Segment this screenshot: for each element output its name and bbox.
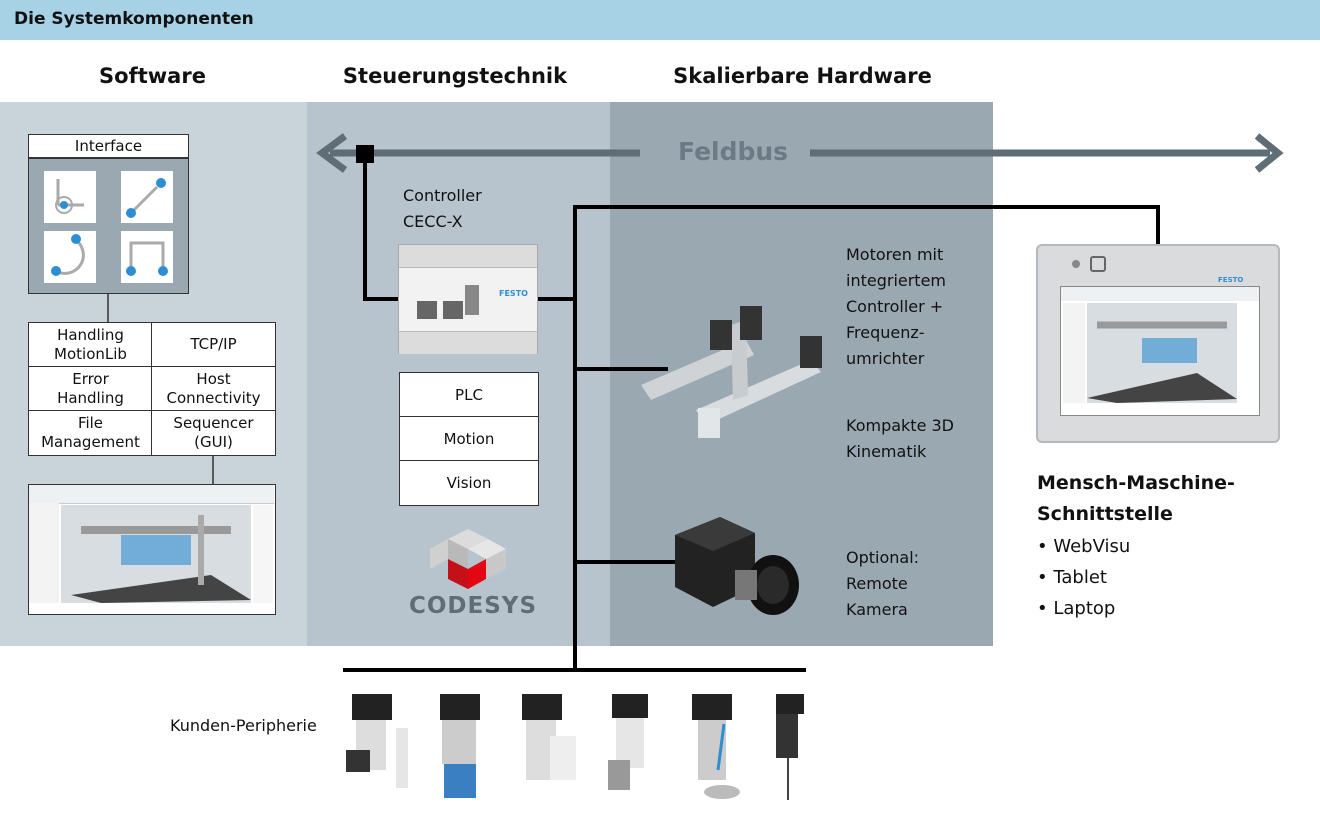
codesys-logo-icon xyxy=(430,529,506,589)
feldbus-node xyxy=(356,145,374,163)
gripper-tool-4 xyxy=(608,694,648,790)
linear-move-icon xyxy=(121,171,173,223)
controller-device: FESTO xyxy=(398,244,538,354)
ethernet-port-icon xyxy=(443,301,463,319)
interface-title: Interface xyxy=(28,134,189,158)
serial-port-icon xyxy=(465,285,479,315)
interface-panel xyxy=(28,158,189,294)
motors-label: Motoren mit integriertem Controller + Fr… xyxy=(846,245,947,368)
coordinate-icon xyxy=(44,171,96,223)
software-gui-screenshot xyxy=(28,484,276,615)
module-file-management: File Management xyxy=(28,410,153,456)
hmi-brand: FESTO xyxy=(1218,276,1244,284)
codesys-name: CODESYS xyxy=(409,593,538,619)
module-tcp-ip: TCP/IP xyxy=(151,322,276,367)
camera-label: Optional: Remote Kamera xyxy=(846,548,920,619)
controller-label-line1: Controller xyxy=(403,186,482,205)
camera-image xyxy=(675,517,799,615)
hmi-device: FESTO xyxy=(1036,244,1280,443)
power-button-icon xyxy=(1090,256,1106,272)
hmi-title: Mensch-Maschine- Schnittstelle xyxy=(1037,472,1235,525)
kinematik-image xyxy=(641,306,822,438)
function-motion: Motion xyxy=(399,416,539,462)
module-error-handling: Error Handling xyxy=(28,366,153,411)
gripper-tool-5 xyxy=(692,694,740,799)
gate-move-icon xyxy=(121,231,173,283)
hmi-bullet-webvisu: • WebVisu xyxy=(1037,536,1131,557)
column-title-hardware: Skalierbare Hardware xyxy=(673,64,932,88)
column-title-software: Software xyxy=(99,64,206,88)
feldbus-label: Feldbus xyxy=(678,137,789,166)
hmi-bullets: • WebVisu • Tablet • Laptop xyxy=(1037,531,1130,624)
gripper-tool-6 xyxy=(776,694,804,800)
hmi-bullet-tablet: • Tablet xyxy=(1037,567,1107,588)
led-icon xyxy=(1072,260,1080,268)
peripheral-tools-image xyxy=(346,694,804,800)
controller-label-line2: CECC-X xyxy=(403,212,463,231)
page-title: Die Systemkomponenten xyxy=(14,9,254,29)
header-bar xyxy=(0,0,1320,40)
kinematik-label: Kompakte 3D Kinematik xyxy=(846,416,954,461)
feldbus-arrow-left xyxy=(316,133,348,173)
gripper-tool-1 xyxy=(346,694,408,788)
controller-brand: FESTO xyxy=(499,289,528,298)
feldbus-arrow-right xyxy=(1254,133,1284,173)
hmi-bullet-laptop: • Laptop xyxy=(1037,598,1116,619)
peripherals-label: Kunden-Peripherie xyxy=(170,716,317,735)
module-handling-motionlib: Handling MotionLib xyxy=(28,322,153,367)
module-sequencer-gui: Sequencer (GUI) xyxy=(151,410,276,456)
hmi-screen xyxy=(1060,286,1260,416)
function-vision: Vision xyxy=(399,460,539,506)
ethernet-port-icon xyxy=(417,301,437,319)
module-host-connectivity: Host Connectivity xyxy=(151,366,276,411)
gripper-tool-2 xyxy=(440,694,480,798)
function-plc: PLC xyxy=(399,372,539,418)
column-title-control: Steuerungstechnik xyxy=(342,64,568,88)
circular-move-icon xyxy=(44,231,96,283)
gripper-tool-3 xyxy=(522,694,576,780)
